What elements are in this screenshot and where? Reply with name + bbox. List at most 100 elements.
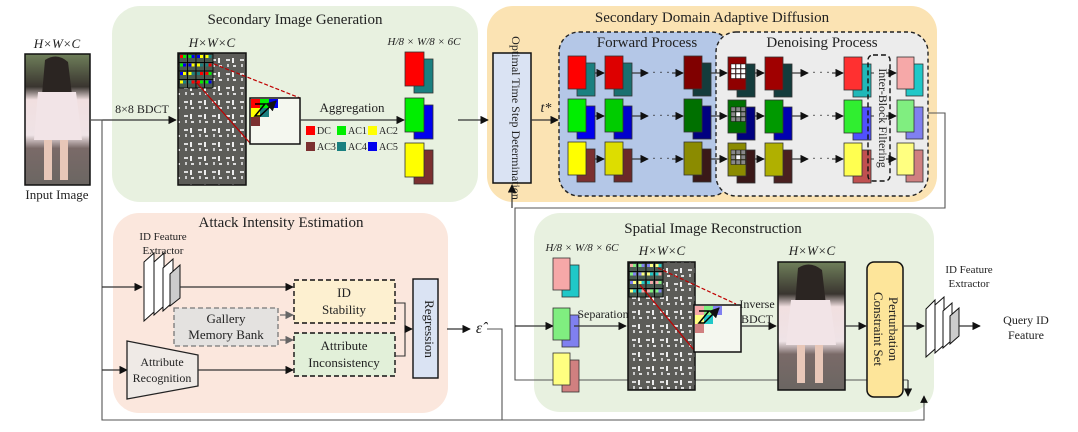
forward-ellipsis: · · ·: [652, 151, 670, 165]
aggregation-label: Aggregation: [320, 100, 385, 115]
reconstructed-image: [777, 261, 846, 391]
output-extractor-label-2: Extractor: [949, 278, 990, 290]
sdad-title: Secondary Domain Adaptive Diffusion: [595, 10, 830, 26]
denoise-step-1-row-3: [727, 142, 756, 184]
sir-dct-coefficient-image: [627, 261, 696, 391]
legend-swatch-ac3: [306, 142, 315, 151]
gallery-label-2: Memory Bank: [188, 327, 264, 342]
coeff-dim-label: H×W×C: [188, 35, 236, 50]
stack-ac2-ac3: [404, 142, 434, 185]
secondary-image-generation-title: Secondary Image Generation: [208, 12, 383, 28]
forward-step-t-row-2: [683, 98, 712, 140]
sir-stack-1: [552, 257, 580, 298]
attr-inconsistency-label-2: Inconsistency: [308, 355, 380, 370]
forward-process-title: Forward Process: [597, 35, 698, 51]
legend-label-ac5: AC5: [379, 142, 398, 153]
forward-step-1-row-3: [567, 141, 596, 183]
filtered-output-row-1: [896, 56, 924, 97]
inter-block-filtering: Inter-Block Filtering: [867, 54, 891, 182]
sir-output-dim-label: H×W×C: [788, 243, 836, 258]
aie-extractor-label-1: ID Feature: [139, 231, 186, 243]
output-extractor-label-1: ID Feature: [945, 264, 992, 276]
forward-ellipsis: · · ·: [652, 108, 670, 122]
denoise-step-0-row-1: [843, 56, 872, 98]
legend-label-ac4: AC4: [348, 142, 367, 153]
zigzag-block-zoom: [249, 97, 301, 145]
legend-swatch-ac4: [337, 142, 346, 151]
attack-intensity-estimation-title: Attack Intensity Estimation: [199, 215, 364, 231]
denoise-step-0-row-3: [843, 142, 872, 184]
sdad-output-connector: [514, 112, 946, 381]
legend-swatch-ac5: [368, 142, 377, 151]
sir-zigzag-block: [693, 304, 742, 353]
inter-block-filtering-label: Inter-Block Filtering: [876, 68, 890, 167]
epsilon-hat-symbol: ε̂: [476, 320, 488, 337]
diffusion-chains: · · · · · · · · · · · · · · · · · ·: [567, 55, 924, 184]
attr-inconsistency-label-1: Attribute: [321, 338, 368, 353]
zoom-line-top: [213, 63, 301, 99]
sir-zoom-line-top: [657, 267, 737, 305]
filtered-output-row-3: [896, 142, 924, 183]
sir-input-stack: [552, 257, 580, 393]
gallery-label-1: Gallery: [207, 311, 246, 326]
forward-step-2-row-2: [604, 98, 633, 140]
stack-dc-ac4: [404, 51, 434, 94]
separation-label: Separation: [577, 307, 628, 321]
denoise-ellipsis: · · ·: [812, 151, 830, 165]
legend-label-ac2: AC2: [379, 126, 398, 137]
legend-swatch-ac2: [368, 126, 377, 135]
denoise-ellipsis: · · ·: [812, 65, 830, 79]
attribute-recognition-box: Attribute Recognition: [126, 340, 199, 400]
regression-box: Regression: [412, 278, 439, 379]
sir-zoom-line-bottom: [639, 284, 695, 351]
id-stability-label-2: Stability: [322, 302, 367, 317]
optimal-time-step-box: Optimal Time Step Determination: [492, 36, 532, 200]
input-image-caption: Input Image: [25, 187, 88, 202]
epsilon-connector: [487, 328, 503, 420]
regression-label: Regression: [422, 300, 437, 358]
denoise-step-1-row-1: [727, 56, 756, 98]
forward-step-1-row-2: [567, 98, 596, 140]
optimal-time-step-label: Optimal Time Step Determination: [509, 36, 523, 200]
denoise-step-2-row-3: [764, 142, 793, 184]
legend-label-dc: DC: [317, 126, 331, 137]
forward-step-t-row-3: [683, 141, 712, 183]
sir-stack-3: [552, 352, 580, 393]
attribute-recognition-label-1: Attribute: [140, 355, 183, 369]
id-stability-label-1: ID: [337, 285, 351, 300]
spatial-image-reconstruction-title: Spatial Image Reconstruction: [624, 221, 802, 237]
sig-output-stack: [404, 51, 434, 185]
legend-swatch-ac1: [337, 126, 346, 135]
inverse-label-1: Inverse: [739, 297, 774, 311]
query-id-label-2: Feature: [1008, 328, 1044, 342]
sir-coeff-dim-label: H×W×C: [638, 243, 686, 258]
sir-input-dim-label: H/8 × W/8 × 6C: [545, 242, 620, 254]
denoise-step-2-row-2: [764, 99, 793, 141]
denoising-process-title: Denoising Process: [766, 35, 877, 51]
constraint-label-1: Perturbation: [886, 297, 901, 362]
denoise-ellipsis: · · ·: [812, 108, 830, 122]
forward-step-t-row-1: [683, 55, 712, 97]
denoise-step-0-row-2: [843, 99, 872, 141]
query-id-label-1: Query ID: [1003, 313, 1049, 327]
denoise-step-1-row-2: [727, 99, 756, 141]
input-image: [24, 53, 91, 186]
legend-label-ac3: AC3: [317, 142, 336, 153]
stack-ac1-ac5: [404, 97, 434, 140]
dct-coefficient-image: [177, 52, 247, 186]
gallery-memory-bank-box: Gallery Memory Bank: [173, 307, 279, 347]
zoom-line-bottom: [195, 81, 251, 144]
forward-ellipsis: · · ·: [652, 65, 670, 79]
legend-swatch-dc: [306, 126, 315, 135]
attribute-inconsistency-box: Attribute Inconsistency: [293, 332, 396, 377]
forward-step-2-row-3: [604, 141, 633, 183]
constraint-label-2: Constraint Set: [871, 292, 886, 366]
dct-block: [204, 79, 214, 89]
perturbation-constraint-set-box: Perturbation Constraint Set: [866, 261, 904, 398]
bdct-label: 8×8 BDCT: [115, 102, 169, 116]
filtered-output-row-2: [896, 99, 924, 140]
forward-step-2-row-1: [604, 55, 633, 97]
legend-label-ac1: AC1: [348, 126, 367, 137]
